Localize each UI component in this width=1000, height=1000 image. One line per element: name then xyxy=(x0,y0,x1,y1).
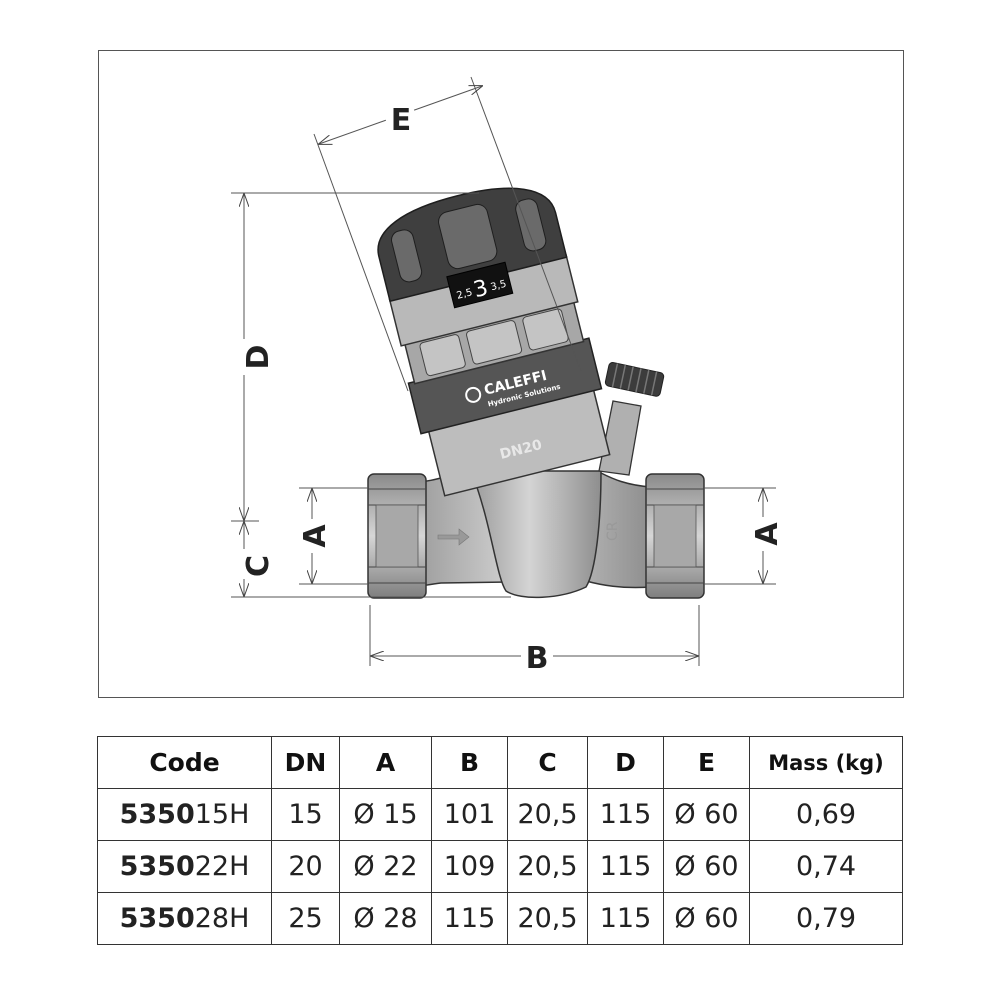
cell-e: Ø 60 xyxy=(663,788,750,841)
dimension-label-b: B xyxy=(526,641,549,676)
header-code: Code xyxy=(97,736,272,789)
dimension-label-a-right: A xyxy=(750,522,785,546)
dimension-label-e: E xyxy=(391,103,412,138)
header-b: B xyxy=(431,736,508,789)
code-prefix: 5350 xyxy=(119,799,195,830)
valve-dimension-drawing: CR xyxy=(229,76,785,676)
code-suffix: 22H xyxy=(194,851,250,882)
header-mass: Mass (kg) xyxy=(749,736,903,789)
gauge-port xyxy=(598,362,665,476)
cell-d: 115 xyxy=(587,892,664,945)
cell-b: 115 xyxy=(431,892,508,945)
cell-a: Ø 15 xyxy=(339,788,432,841)
cell-dn: 20 xyxy=(271,840,340,893)
right-union-nut xyxy=(645,473,705,599)
cell-code: 535015H xyxy=(97,788,272,841)
code-prefix: 5350 xyxy=(119,903,195,934)
valve-body: CR xyxy=(367,187,705,599)
cell-c: 20,5 xyxy=(507,840,588,893)
table-header-row: Code DN A B C D E Mass (kg) xyxy=(97,736,903,789)
cell-c: 20,5 xyxy=(507,892,588,945)
cell-code: 535028H xyxy=(97,892,272,945)
code-suffix: 15H xyxy=(194,799,250,830)
header-d: D xyxy=(587,736,664,789)
cell-code: 535022H xyxy=(97,840,272,893)
dimension-label-c: C xyxy=(241,555,276,577)
cell-a: Ø 22 xyxy=(339,840,432,893)
table-row: 535015H 15 Ø 15 101 20,5 115 Ø 60 0,69 xyxy=(97,788,903,841)
table-row: 535028H 25 Ø 28 115 20,5 115 Ø 60 0,79 xyxy=(97,892,903,945)
code-prefix: 5350 xyxy=(119,851,195,882)
dimension-label-a-left: A xyxy=(298,524,333,548)
cell-dn: 15 xyxy=(271,788,340,841)
cell-mass: 0,74 xyxy=(749,840,903,893)
cell-b: 101 xyxy=(431,788,508,841)
header-c: C xyxy=(507,736,588,789)
setting-main: 3 xyxy=(471,276,491,304)
header-e: E xyxy=(663,736,750,789)
technical-drawing-frame: CR xyxy=(98,50,904,698)
caleffi-logo-icon xyxy=(465,386,482,403)
dimension-label-d: D xyxy=(241,345,276,370)
cell-b: 109 xyxy=(431,840,508,893)
pressure-setting-window xyxy=(446,261,514,309)
cell-d: 115 xyxy=(587,788,664,841)
cell-e: Ø 60 xyxy=(663,840,750,893)
setting-low: 2,5 xyxy=(456,287,474,302)
svg-text:CR: CR xyxy=(605,521,621,541)
cell-dn: 25 xyxy=(271,892,340,945)
cell-e: Ø 60 xyxy=(663,892,750,945)
valve-cartridge: DN20 CALEFFI Hydronic Solutions xyxy=(377,187,611,497)
code-suffix: 28H xyxy=(194,903,250,934)
setting-high: 3,5 xyxy=(490,279,508,294)
cell-mass: 0,69 xyxy=(749,788,903,841)
dimensions-table: Code DN A B C D E Mass (kg) 535015H 15 Ø… xyxy=(97,736,903,945)
table-row: 535022H 20 Ø 22 109 20,5 115 Ø 60 0,74 xyxy=(97,840,903,893)
left-union-nut xyxy=(367,473,427,599)
header-a: A xyxy=(339,736,432,789)
cell-a: Ø 28 xyxy=(339,892,432,945)
cell-d: 115 xyxy=(587,840,664,893)
dimension-letters: D C A A B E xyxy=(229,96,785,676)
cell-mass: 0,79 xyxy=(749,892,903,945)
cell-c: 20,5 xyxy=(507,788,588,841)
header-dn: DN xyxy=(271,736,340,789)
